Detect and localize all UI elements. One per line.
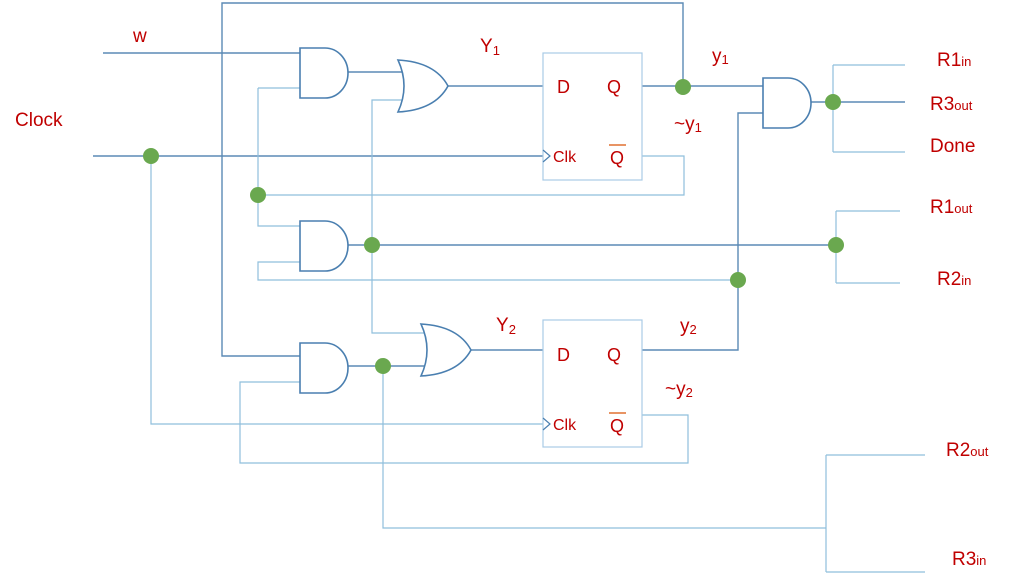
Y1-label: Y1 — [480, 36, 500, 58]
flip-flop-1-body — [542, 52, 643, 181]
ff2-q-label: Q — [607, 345, 621, 365]
and-gate-1 — [299, 47, 349, 99]
r3out-label: R3out — [930, 94, 973, 115]
wires — [93, 2, 925, 573]
flip-flop-1: D Q Clk Q — [542, 52, 643, 181]
wire-y1-feedback — [221, 2, 684, 357]
wire-clock-down — [150, 156, 543, 425]
junctions — [143, 79, 844, 374]
r2in-label: R2in — [937, 269, 971, 290]
done-label: Done — [930, 136, 975, 157]
ff1-qbar-label: Q — [610, 148, 624, 168]
w-label: w — [132, 26, 147, 47]
r1in-label: R1in — [937, 50, 971, 71]
junction-dot — [364, 237, 380, 253]
wire-and3-r3 — [382, 366, 826, 529]
ff2-qbar-label: Q — [610, 416, 624, 436]
and-gate-4 — [762, 77, 812, 129]
and-gate-2 — [299, 220, 349, 272]
wire-y2 — [642, 112, 765, 351]
junction-dot — [250, 187, 266, 203]
wire-ny1-to-and1 — [257, 87, 300, 227]
ff1-q-label: Q — [607, 77, 621, 97]
junction-dot — [143, 148, 159, 164]
gates — [299, 47, 812, 394]
ff1-d-label: D — [557, 77, 570, 97]
clock-triangle-2 — [542, 417, 551, 431]
clock-triangle-1 — [542, 149, 551, 163]
wire-ny1 — [258, 155, 685, 196]
junction-dot — [828, 237, 844, 253]
r2out-label: R2out — [946, 440, 989, 461]
wire-r2out-r3in — [825, 454, 925, 573]
wire-and2-or1 — [371, 99, 405, 245]
wire-and2-or2 — [371, 245, 427, 334]
wire-r1out-r2in — [835, 210, 900, 284]
ff1-clk-label: Clk — [553, 149, 577, 166]
y2-label: y2 — [680, 316, 697, 337]
junction-dot — [730, 272, 746, 288]
junction-dot — [375, 358, 391, 374]
or-gate-2 — [419, 323, 472, 377]
and-gate-3 — [299, 342, 349, 394]
clock-label: Clock — [15, 110, 63, 131]
or-gate-1 — [396, 59, 449, 113]
wire-y2-to-and2 — [257, 261, 738, 281]
wire-and4-bracket — [832, 64, 905, 153]
flip-flop-2: D Q Clk Q — [542, 319, 643, 448]
junction-dot — [825, 94, 841, 110]
wire-ny2 — [239, 381, 689, 464]
r1out-label: R1out — [930, 197, 973, 218]
ff2-d-label: D — [557, 345, 570, 365]
Y2-label: Y2 — [496, 315, 516, 337]
ff2-clk-label: Clk — [553, 417, 577, 434]
y1-label: y1 — [712, 46, 729, 67]
r3in-label: R3in — [952, 549, 986, 570]
flip-flop-2-body — [542, 319, 643, 448]
not-y2-label: ~y2 — [665, 379, 693, 400]
not-y1-label: ~y1 — [674, 114, 702, 135]
labels: w Clock Y1 Y2 y1 ~y1 y2 ~y2 R1in R3out D… — [15, 26, 989, 570]
junction-dot — [675, 79, 691, 95]
